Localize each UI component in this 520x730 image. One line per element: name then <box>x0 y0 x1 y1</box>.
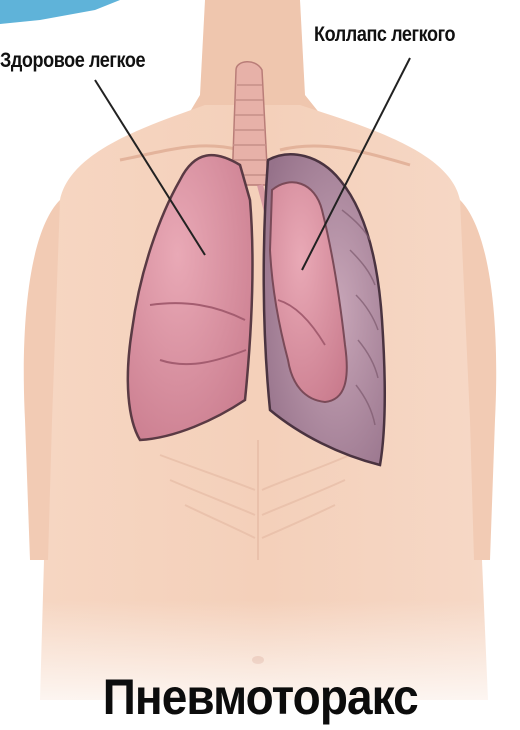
diagram-title: Пневмоторакс <box>0 672 520 722</box>
diagram-title-text: Пневмоторакс <box>102 672 417 722</box>
collapsed-lung-label: Коллапс легкого <box>314 24 455 45</box>
healthy-lung-label: Здоровое легкое <box>0 50 145 71</box>
corner-accent <box>0 0 120 24</box>
